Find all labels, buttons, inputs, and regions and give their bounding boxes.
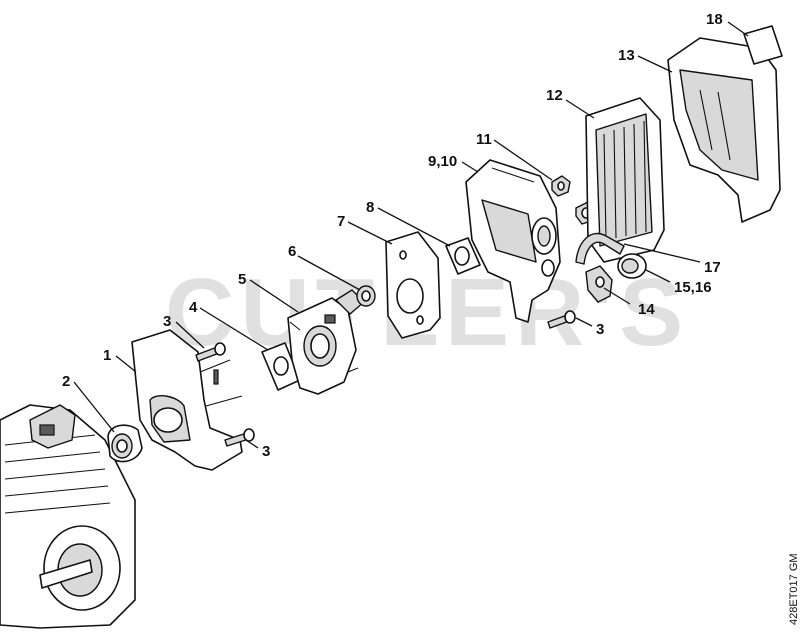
callout-12: 12	[546, 87, 563, 104]
callout-3b: 3	[262, 443, 270, 460]
part-5-carburetor	[287, 289, 365, 395]
part-13-filter-cover	[667, 37, 781, 223]
callout-3c: 3	[596, 321, 604, 338]
callout-14: 14	[638, 301, 655, 318]
part-9-10-filter-base	[465, 159, 561, 323]
callout-7: 7	[337, 213, 345, 230]
drawing-code: 428ET017 GM	[788, 553, 800, 625]
part-17-fuel-line	[575, 232, 625, 265]
callout-13: 13	[618, 47, 635, 64]
part-11-nut	[551, 175, 571, 197]
callout-11: 11	[476, 131, 492, 148]
callout-6: 6	[288, 243, 296, 260]
callout-labels: 1 2 3 3 3 4 5 6 7 8 9,10 11 12 13 14 15,…	[62, 11, 723, 460]
part-12-air-filter	[585, 97, 665, 263]
callout-2: 2	[62, 373, 70, 390]
part-14-elbow	[585, 265, 613, 303]
part-18-label	[743, 25, 783, 65]
part-8-small-gasket	[445, 237, 481, 275]
part-15-16-primer-bulb	[617, 253, 647, 279]
screw-3b	[224, 428, 255, 447]
screw-3a	[195, 342, 226, 362]
callout-18: 18	[706, 11, 723, 28]
part-7-gasket-plate	[385, 231, 441, 339]
part-2-intake-boot	[107, 424, 143, 463]
screw-3c	[547, 310, 576, 329]
callout-9-10: 9,10	[428, 153, 457, 170]
part-6-insert	[356, 285, 376, 307]
callout-5: 5	[238, 271, 246, 288]
leader-lines	[73, 21, 749, 449]
callout-15-16: 15,16	[674, 279, 712, 296]
callout-8: 8	[366, 199, 374, 216]
callout-4: 4	[189, 299, 198, 316]
callout-1: 1	[103, 347, 111, 364]
engine-block	[0, 404, 136, 629]
part-1-bracket-plate	[131, 329, 243, 471]
callout-17: 17	[704, 259, 721, 276]
callout-3a: 3	[163, 313, 171, 330]
